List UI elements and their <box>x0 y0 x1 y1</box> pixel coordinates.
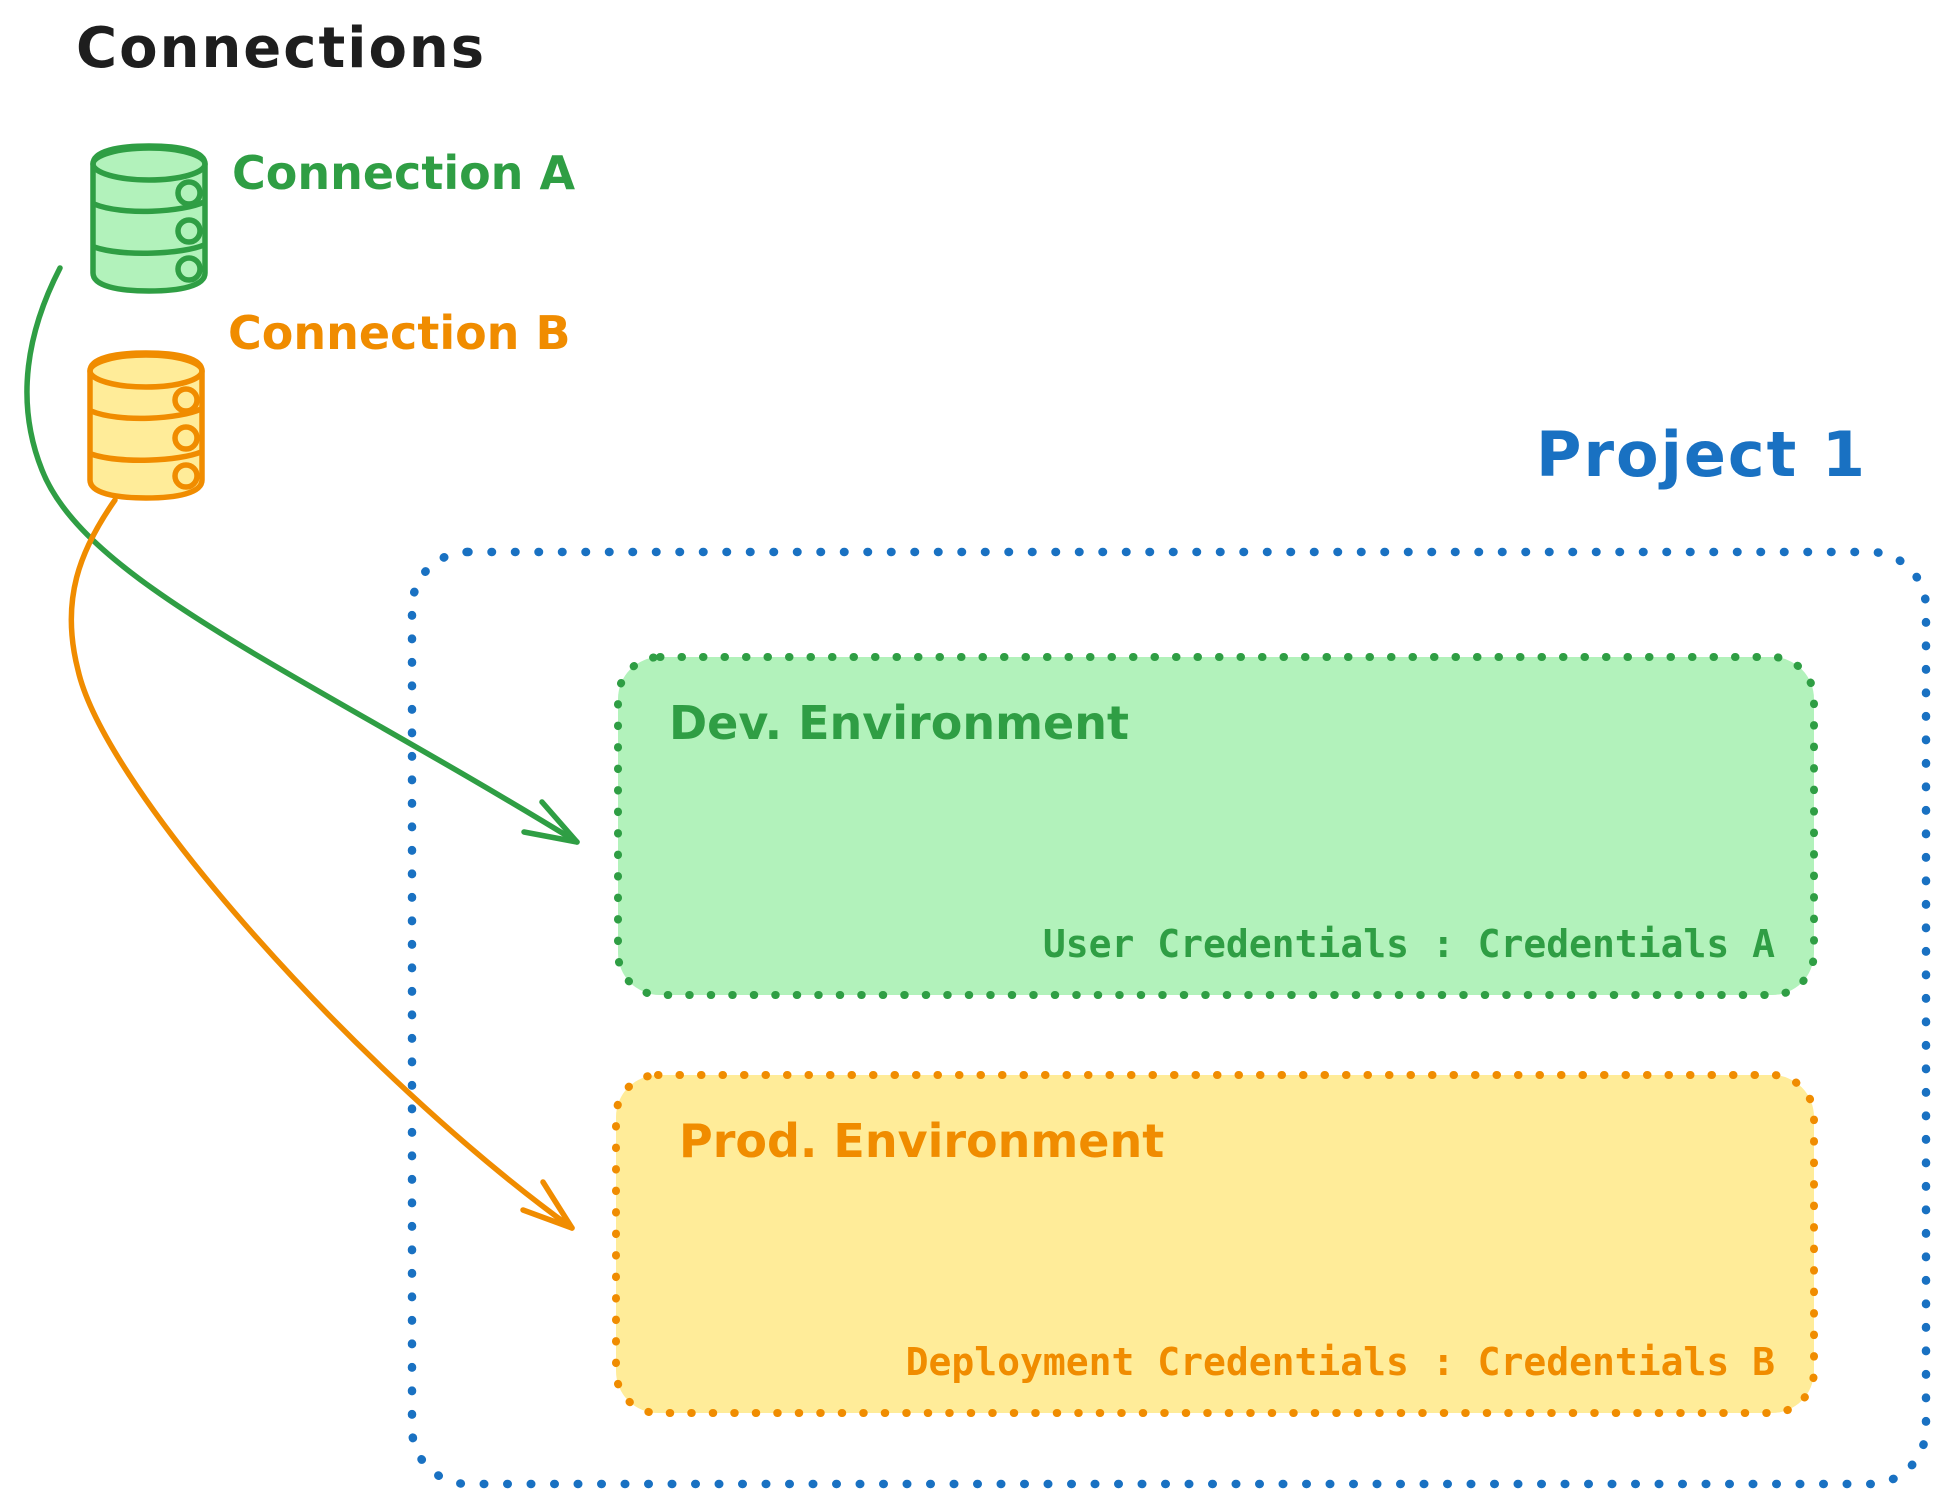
database-icon <box>90 143 208 294</box>
dev-environment-box: Dev. Environment User Credentials : Cred… <box>617 656 1815 996</box>
connection-a-label: Connection A <box>232 146 576 200</box>
dev-environment-box-shape <box>614 653 1818 999</box>
connections-title: Connections <box>76 16 487 81</box>
connection-b-label: Connection B <box>228 306 571 360</box>
project-title: Project 1 <box>1536 418 1868 491</box>
connection-a-to-dev-arrow <box>24 265 580 845</box>
prod-environment-title: Prod. Environment <box>679 1114 1165 1168</box>
prod-environment-box: Prod. Environment Deployment Credentials… <box>615 1074 1815 1414</box>
dev-environment-credentials: User Credentials : Credentials A <box>1042 922 1775 966</box>
connection-b-to-prod-arrow <box>68 497 575 1231</box>
database-icon <box>87 350 205 501</box>
project-box-border <box>407 547 1931 1489</box>
prod-environment-box-shape <box>612 1071 1818 1417</box>
prod-environment-credentials: Deployment Credentials : Credentials B <box>905 1340 1775 1384</box>
dev-environment-title: Dev. Environment <box>669 696 1129 750</box>
